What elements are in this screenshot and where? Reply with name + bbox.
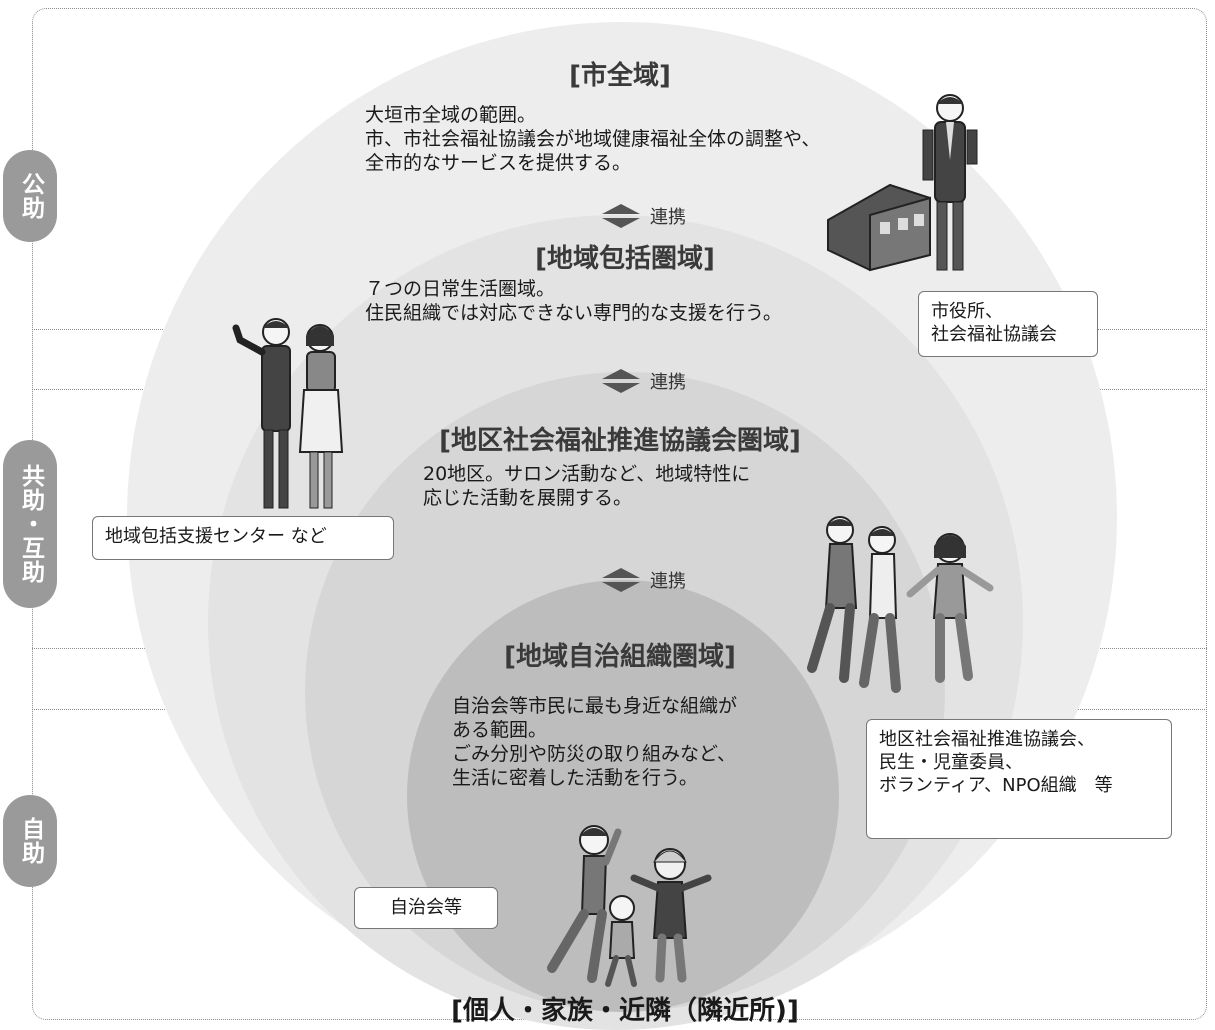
title-district: [地区社会福祉推進協議会圏域]	[439, 426, 801, 456]
title-city: [市全域]	[569, 61, 671, 91]
box-city-office: 市役所、 社会福祉協議会	[918, 291, 1098, 357]
text-district: 20地区。サロン活動など、地域特性に 応じた活動を展開する。	[423, 463, 751, 509]
double-arrow-icon	[602, 568, 640, 592]
city-hall-official-illustration	[827, 94, 978, 272]
text-city: 大垣市全域の範囲。 市、市社会福祉協議会が地域健康福祉全体の調整や、 全市的なサ…	[365, 104, 821, 174]
title-individual: [個人・家族・近隣（隣近所)]	[451, 996, 799, 1026]
district-volunteers-illustration	[807, 516, 994, 693]
double-arrow-icon	[602, 204, 640, 228]
box-neighborhood-association: 自治会等	[354, 887, 498, 929]
title-community: [地域自治組織圏域]	[504, 642, 736, 672]
box-support-center: 地域包括支援センター など	[92, 516, 394, 560]
box-district-council: 地区社会福祉推進協議会、 民生・児童委員、 ボランティア、NPO組織 等	[866, 719, 1172, 839]
link-district-community: 連携	[600, 567, 686, 593]
pill-public-help: 公助	[3, 150, 57, 242]
text-comprehensive: ７つの日常生活圏域。 住民組織では対応できない専門的な支援を行う。	[365, 278, 782, 324]
support-staff-couple-illustration	[232, 318, 344, 509]
text-community: 自治会等市民に最も身近な組織が ある範囲。 ごみ分別や防災の取り組みなど、 生活…	[452, 695, 738, 789]
link-city-comprehensive: 連携	[600, 203, 686, 229]
pill-self-help: 自助	[3, 795, 57, 887]
pill-mutual-help: 共助・互助	[3, 440, 57, 608]
link-comprehensive-district: 連携	[600, 368, 686, 394]
title-comprehensive: [地域包括圏域]	[535, 244, 715, 274]
family-neighbors-illustration	[547, 825, 712, 987]
double-arrow-icon	[602, 369, 640, 393]
